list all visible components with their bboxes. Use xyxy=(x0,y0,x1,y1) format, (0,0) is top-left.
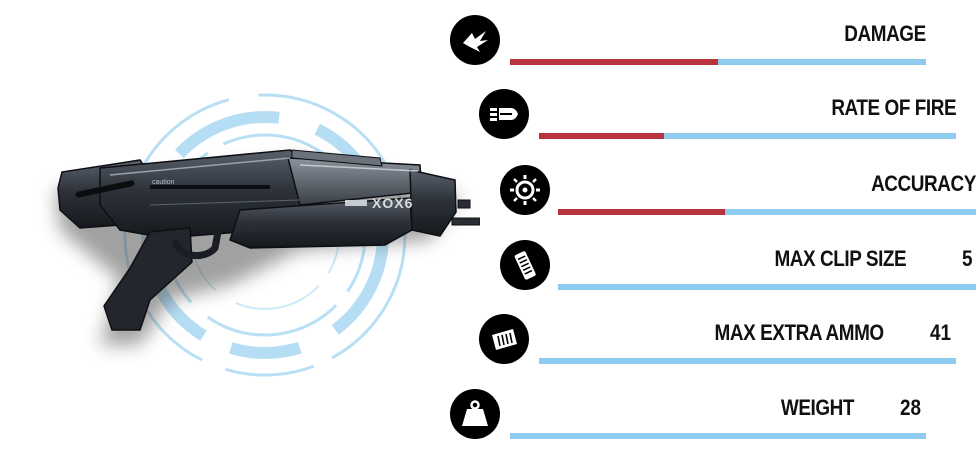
stat-row-rate-of-fire: RATE OF FIRE xyxy=(479,89,956,149)
accuracy-icon xyxy=(500,165,550,215)
stat-label: MAX EXTRA AMMO xyxy=(714,320,885,345)
stat-bar xyxy=(558,284,976,290)
stat-label: MAX CLIP SIZE xyxy=(774,246,906,271)
stat-value: 28 xyxy=(900,395,922,420)
weapon-caution-label: caution xyxy=(152,179,175,186)
stat-bar xyxy=(558,209,976,215)
stat-row-accuracy: ACCURACY xyxy=(500,165,976,225)
stat-bar-fill xyxy=(558,209,726,215)
damage-icon xyxy=(450,15,500,65)
stat-bar-fill xyxy=(510,59,718,65)
stat-bar xyxy=(539,133,956,139)
stat-value: 5 xyxy=(962,246,973,271)
weapon-engraving: XOX6 xyxy=(372,195,413,211)
rifle-icon: XOX6 caution xyxy=(57,149,480,331)
stat-row-weight: WEIGHT 28 xyxy=(450,389,926,449)
stat-bar xyxy=(539,358,956,364)
stat-value: 41 xyxy=(930,320,952,345)
stat-label: DAMAGE xyxy=(844,21,926,46)
ammo-icon xyxy=(479,314,529,364)
stat-row-damage: DAMAGE xyxy=(450,15,926,75)
stat-label: ACCURACY xyxy=(871,171,976,196)
weapon-illustration: XOX6 caution xyxy=(0,0,480,450)
stat-bar-fill xyxy=(539,133,665,139)
stat-label: RATE OF FIRE xyxy=(831,95,956,120)
stat-row-max-clip-size: MAX CLIP SIZE 5 xyxy=(500,240,976,300)
weight-icon xyxy=(450,389,500,439)
stat-row-max-extra-ammo: MAX EXTRA AMMO 41 xyxy=(479,314,956,374)
stat-bar xyxy=(510,59,926,65)
clip-icon xyxy=(500,240,550,290)
stat-label: WEIGHT xyxy=(780,395,855,420)
stat-bar xyxy=(510,433,926,439)
rate-of-fire-icon xyxy=(479,89,529,139)
